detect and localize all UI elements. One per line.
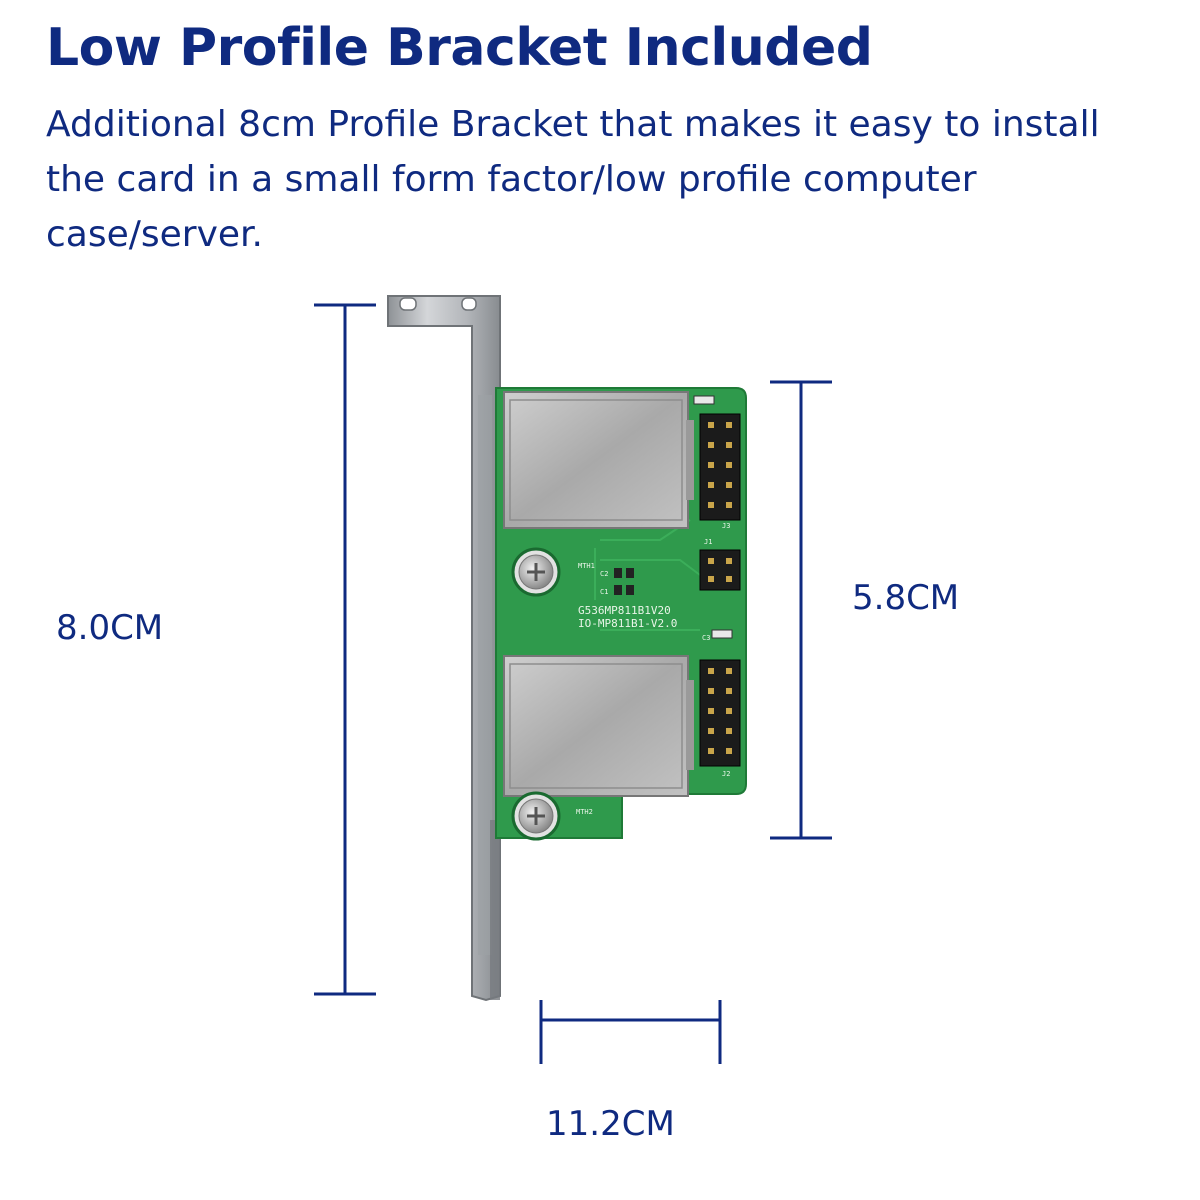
pin-header-j2 bbox=[699, 659, 741, 767]
screw-mth1 bbox=[511, 547, 561, 597]
rj45-port-bottom bbox=[503, 655, 694, 797]
description-text: Additional 8cm Profile Bracket that make… bbox=[46, 104, 1100, 255]
board-width-label: 11.2CM bbox=[546, 1104, 675, 1144]
screw-mth2 bbox=[511, 791, 561, 841]
board-height-label: 5.8CM bbox=[852, 578, 960, 618]
low-profile-bracket bbox=[387, 295, 501, 1002]
pcb-label-c2: C2 bbox=[600, 570, 608, 578]
bracket-height-label: 8.0CM bbox=[56, 608, 164, 648]
pcb-label-j3: J3 bbox=[722, 522, 730, 530]
pcb-label-j1: J1 bbox=[704, 538, 712, 546]
pin-header-j1 bbox=[699, 549, 741, 591]
height-dimension-line bbox=[314, 303, 376, 996]
pcb-model-line2: IO-MP811B1-V2.0 bbox=[578, 617, 677, 630]
page-title: Low Profile Bracket Included bbox=[46, 18, 873, 78]
board-height-dimension-line bbox=[770, 380, 832, 840]
smd-components bbox=[614, 395, 733, 639]
rj45-port-top bbox=[503, 391, 694, 529]
pcb-label-c3: C3 bbox=[702, 634, 710, 642]
pcb-label-mth2: MTH2 bbox=[576, 808, 593, 816]
pcb-label-c1: C1 bbox=[600, 588, 608, 596]
pcb-model-line1: G536MP811B1V20 bbox=[578, 604, 671, 617]
pin-header-j3 bbox=[699, 413, 741, 521]
pcb-label-mth1: MTH1 bbox=[578, 562, 595, 570]
pcb-label-j2: J2 bbox=[722, 770, 730, 778]
width-dimension-line bbox=[539, 1000, 722, 1064]
